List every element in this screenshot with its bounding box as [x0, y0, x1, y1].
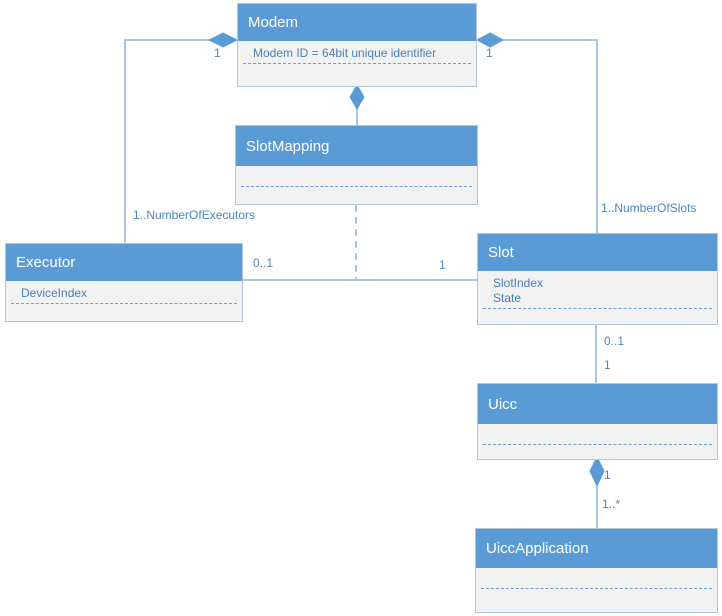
multiplicity-slot-uicc-slot-end: 0..1 — [604, 334, 625, 348]
multiplicity-uicc-app-uicc-end: 1 — [604, 468, 611, 482]
connector-modem-slotmapping[interactable] — [349, 84, 365, 125]
class-executor-title: Executor — [6, 244, 242, 281]
class-slotmapping[interactable]: SlotMapping — [235, 125, 478, 205]
connector-line[interactable] — [503, 39, 598, 233]
body-spacer — [478, 424, 717, 442]
class-modem-title: Modem — [238, 4, 476, 41]
multiplicity-executor-slot-slot-end: 1 — [439, 258, 446, 272]
attribute-separator — [243, 63, 471, 64]
attribute-modem-id: Modem ID = 64bit unique identifier — [253, 46, 437, 60]
class-slot-title: Slot — [478, 234, 717, 271]
connector-line[interactable] — [124, 39, 209, 243]
attribute-state: State — [493, 291, 522, 305]
class-uiccapplication-title: UiccApplication — [476, 529, 717, 568]
aggregation-diamond-icon — [349, 84, 365, 110]
multiplicity-modem-executor-modem-end: 1 — [214, 46, 221, 60]
multiplicity-slot-uicc-uicc-end: 1 — [604, 358, 611, 372]
attribute-separator — [481, 588, 712, 589]
connector-uicc-uiccapplication[interactable] — [589, 455, 605, 528]
class-uicc[interactable]: Uicc — [477, 383, 718, 460]
attribute-deviceindex: DeviceIndex — [21, 286, 88, 300]
body-spacer — [476, 568, 717, 586]
class-executor[interactable]: Executor DeviceIndex — [5, 243, 243, 322]
aggregation-diamond-icon — [589, 455, 605, 488]
aggregation-diamond-icon — [475, 32, 505, 48]
multiplicity-modem-executor-executor-end: 1..NumberOfExecutors — [133, 208, 256, 222]
connector-modem-executor[interactable] — [124, 32, 239, 243]
class-slotmapping-title: SlotMapping — [236, 126, 477, 166]
class-modem[interactable]: Modem Modem ID = 64bit unique identifier — [237, 3, 477, 87]
attribute-separator — [483, 444, 712, 445]
multiplicity-uicc-app-app-end: 1..* — [602, 497, 621, 511]
aggregation-diamond-icon — [207, 32, 239, 48]
class-uicc-title: Uicc — [478, 384, 717, 424]
connector-modem-slot[interactable] — [475, 32, 598, 233]
attribute-slotindex: SlotIndex — [493, 276, 544, 290]
attribute-separator — [241, 186, 472, 187]
class-uiccapplication[interactable]: UiccApplication — [475, 528, 718, 613]
multiplicity-modem-slot-modem-end: 1 — [486, 46, 493, 60]
class-slot[interactable]: Slot SlotIndex State — [477, 233, 718, 325]
attribute-separator — [11, 303, 237, 304]
multiplicity-modem-slot-slot-end: 1..NumberOfSlots — [601, 201, 697, 215]
body-spacer — [236, 166, 477, 184]
attribute-separator — [483, 308, 712, 309]
multiplicity-executor-slot-executor-end: 0..1 — [253, 256, 274, 270]
